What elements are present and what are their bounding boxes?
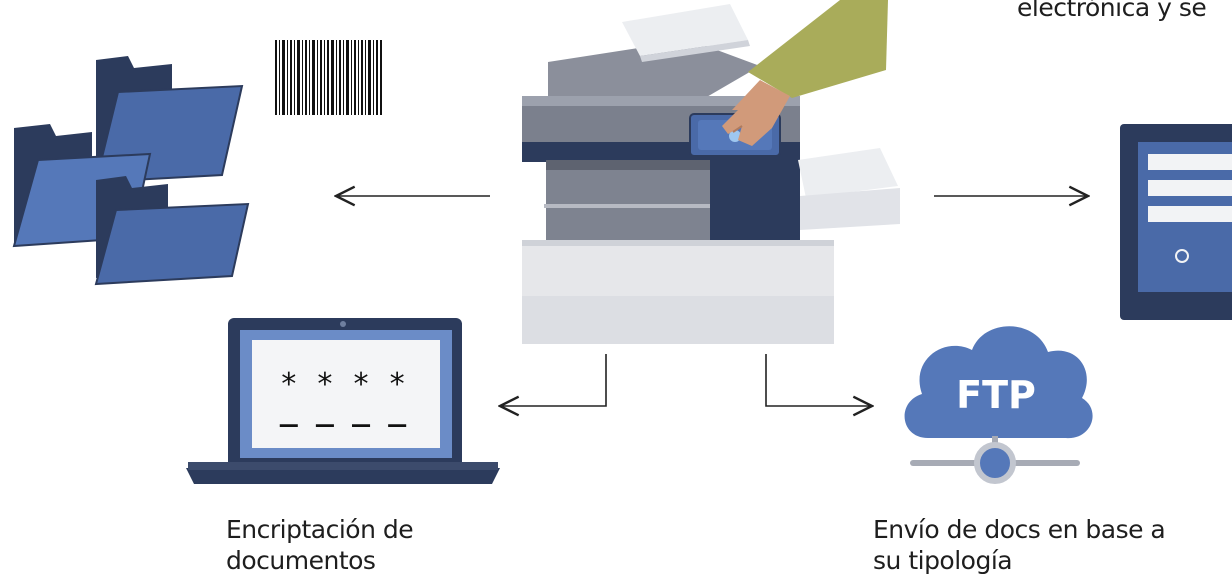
printer-icon [522, 4, 900, 344]
dispatch-caption: Envío de docs en base a su tipología [873, 514, 1166, 576]
ftp-label: FTP [956, 373, 1036, 417]
barcode-icon [275, 40, 382, 115]
dispatch-caption-line2: su tipología [873, 546, 1013, 575]
dispatch-caption-line1: Envío de docs en base a [873, 515, 1166, 544]
server-icon [1120, 124, 1232, 320]
ftp-cloud-icon [904, 326, 1093, 484]
top-right-caption: electrónica y se [1017, 0, 1207, 23]
arrow-to-laptop [500, 354, 607, 406]
laptop-asterisks: * * * * [280, 367, 406, 402]
laptop-dashes: _ _ _ _ [280, 393, 407, 428]
encryption-caption-line1: Encriptación de [226, 515, 414, 544]
encryption-caption: Encriptación de documentos [226, 514, 414, 576]
top-right-caption-line: electrónica y se [1017, 0, 1207, 22]
encryption-caption-line2: documentos [226, 546, 376, 575]
folders-icon [12, 56, 250, 286]
arrow-to-ftp [765, 354, 872, 406]
hand-icon [722, 0, 888, 146]
arrows [336, 196, 1088, 406]
laptop-icon [186, 318, 500, 484]
